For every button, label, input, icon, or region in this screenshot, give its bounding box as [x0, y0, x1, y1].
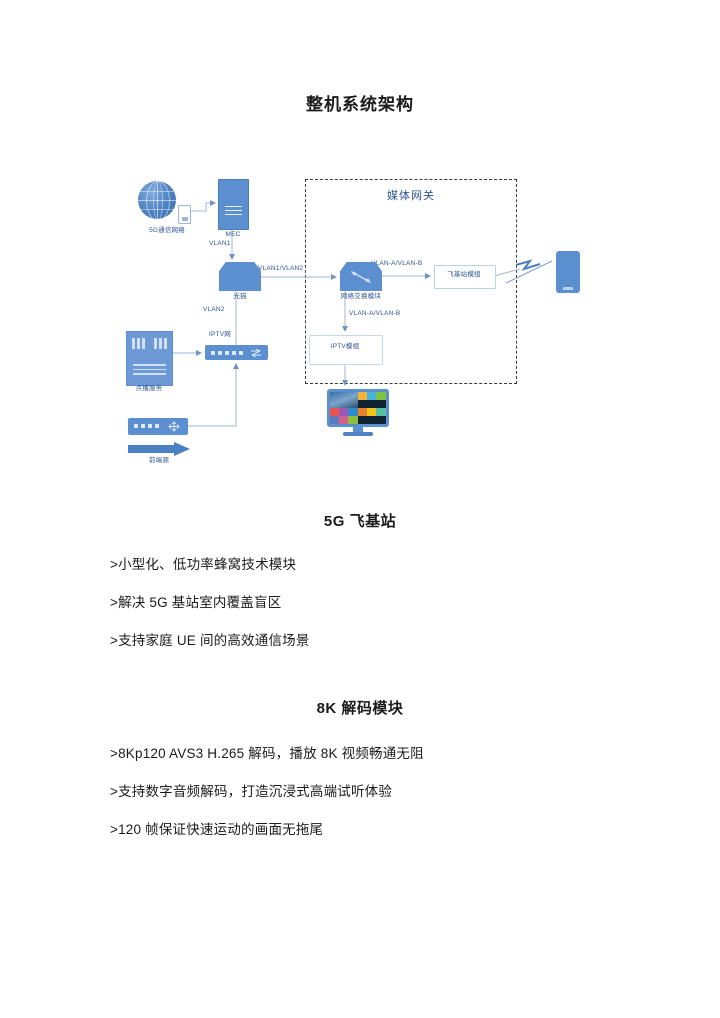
label-mobile-network: 5G通信网络: [149, 227, 185, 234]
iptv-switch-icon: [205, 345, 268, 360]
label-vlan1-vlan2: VLAN1/VLAN2: [258, 265, 304, 272]
media-gateway-zone: [305, 179, 517, 384]
front-end-router-icon: [128, 418, 188, 435]
router-arrows-icon: [168, 421, 180, 432]
label-vlan2: VLAN2: [203, 306, 225, 313]
section-1-bullet-3: >支持家庭 UE 间的高效通信场景: [110, 633, 310, 648]
label-optical-modem: 光猫: [233, 293, 247, 300]
label-vod-server: 点播服务: [135, 385, 163, 392]
section-2-bullet-1: >8Kp120 AVS3 H.265 解码，播放 8K 视频畅通无阻: [110, 746, 424, 761]
mec-server-icon: [218, 179, 249, 230]
system-architecture-diagram: 媒体网关: [0, 165, 720, 470]
switch-module-icon: [340, 262, 382, 291]
front-end-arrow-icon: [128, 442, 190, 456]
tv-screen: [330, 392, 386, 424]
diagram-connectors: [171, 200, 553, 427]
media-gateway-title: 媒体网关: [387, 190, 435, 202]
label-switch-module: 网络交换模块: [340, 293, 382, 300]
section-heading-2: 8K 解码模块: [316, 700, 404, 717]
user-equipment-phone-icon: [556, 251, 580, 293]
label-fly-base-station-module: 飞基站模组: [447, 271, 481, 278]
section-2-bullet-2: >支持数字音频解码，打造沉浸式高端试听体验: [110, 784, 393, 799]
section-2-bullet-3: >120 帧保证快速运动的画面无拖尾: [110, 822, 324, 837]
iptv-module-box: [309, 335, 383, 365]
switch-arrows-icon: [251, 349, 261, 357]
section-1-bullet-2: >解决 5G 基站室内覆盖盲区: [110, 595, 282, 610]
fly-base-station-module-box: [434, 265, 496, 289]
vod-server-icon: [126, 331, 173, 386]
label-vlan1: VLAN1: [209, 240, 231, 247]
section-1-bullet-1: >小型化、低功率蜂窝技术模块: [110, 557, 297, 572]
label-vlan-ab-mid: VLAN-A/VLAN-B: [349, 310, 401, 317]
section-heading-1: 5G 飞基站: [323, 513, 397, 530]
label-mec: MEC: [225, 231, 241, 238]
page-title: 整机系统架构: [306, 95, 414, 114]
mobile-phone-icon: [178, 205, 191, 224]
label-iptv-module: IPTV模组: [330, 343, 360, 350]
television-icon: [327, 389, 389, 437]
bidirectional-arrow-icon: [351, 271, 371, 283]
label-front-end-router: 前端源: [148, 457, 170, 464]
label-iptv-network: IPTV网: [209, 331, 231, 338]
label-vlan-ab-top: VLAN-A/VLAN-B: [371, 260, 423, 267]
optical-modem-icon: [219, 262, 261, 291]
globe-icon: [138, 181, 176, 219]
